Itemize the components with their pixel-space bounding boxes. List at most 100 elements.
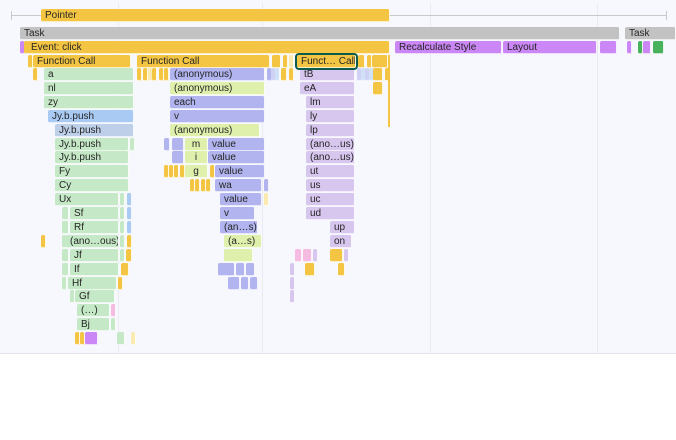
flame-bar-gf[interactable]: Gf — [75, 290, 115, 304]
flame-bar[interactable] — [117, 332, 125, 346]
flame-bar[interactable] — [224, 248, 253, 262]
flame-bar[interactable] — [289, 55, 294, 68]
flame-bar[interactable] — [600, 41, 617, 54]
flame-bar[interactable] — [118, 276, 123, 290]
flame-bar-pointer[interactable]: Pointer — [41, 9, 390, 22]
flame-bar-sf[interactable]: Sf — [70, 207, 119, 220]
flame-bar[interactable] — [180, 165, 185, 179]
flame-bar[interactable] — [80, 332, 85, 346]
flame-bar-i[interactable]: i — [185, 151, 208, 165]
flame-bar-cy[interactable]: Cy — [55, 179, 129, 193]
flame-bar[interactable] — [130, 137, 135, 151]
flame-bar[interactable] — [358, 55, 365, 68]
flame-bar[interactable] — [169, 165, 174, 179]
flame-bar-up[interactable]: up — [330, 220, 355, 234]
flame-bar[interactable] — [164, 165, 169, 179]
flame-bar-jy-b-push[interactable]: Jy.b.push — [55, 123, 134, 137]
flame-bar[interactable] — [62, 220, 69, 234]
flame-bar-funct-call[interactable]: Funct… Call — [295, 53, 358, 70]
flame-bar[interactable] — [643, 41, 651, 54]
flame-bar[interactable] — [131, 332, 136, 346]
flame-bar[interactable] — [295, 248, 302, 262]
flame-bar[interactable] — [290, 262, 295, 276]
flame-bar[interactable] — [159, 68, 164, 81]
flame-bar-event-click[interactable]: Event: click — [27, 41, 390, 54]
flame-bar[interactable] — [195, 179, 200, 193]
flame-bar[interactable] — [164, 137, 170, 151]
flame-bar-lp[interactable]: lp — [306, 123, 355, 137]
flame-bar[interactable] — [241, 276, 249, 290]
flame-bar-bj[interactable]: Bj — [77, 318, 110, 332]
flame-bar-value[interactable]: value — [220, 193, 262, 207]
flame-bar-us[interactable]: us — [306, 179, 355, 193]
flame-bar[interactable] — [206, 179, 211, 193]
flame-bar[interactable] — [28, 55, 33, 68]
flame-bar-tb[interactable]: tB — [300, 68, 355, 81]
flame-bar[interactable] — [143, 68, 148, 81]
flame-bar-ly[interactable]: ly — [306, 109, 355, 123]
flame-bar[interactable] — [272, 55, 281, 68]
flame-bar-a-s[interactable]: (a…s) — [224, 234, 262, 248]
flame-bar-value[interactable]: value — [208, 151, 265, 165]
flame-bar[interactable] — [137, 68, 142, 81]
flame-bar[interactable] — [127, 234, 132, 248]
flame-bar-jf[interactable]: Jf — [70, 248, 119, 262]
flame-bar-wa[interactable]: wa — [215, 179, 262, 193]
flame-bar[interactable] — [126, 248, 132, 262]
flame-bar[interactable] — [70, 290, 75, 304]
flame-bar-m[interactable]: m — [185, 137, 208, 151]
flame-bar-hf[interactable]: Hf — [68, 276, 117, 290]
flame-bar[interactable] — [172, 151, 184, 165]
flame-bar[interactable] — [75, 332, 80, 346]
flame-bar-zy[interactable]: zy — [44, 95, 134, 109]
flame-bar[interactable] — [120, 220, 125, 234]
flame-bar[interactable] — [111, 318, 116, 332]
flame-bar-jy-b-push[interactable]: Jy.b.push — [55, 137, 129, 151]
flame-bar[interactable] — [120, 248, 125, 262]
flame-bar[interactable] — [127, 193, 132, 207]
flame-bar-nl[interactable]: nl — [44, 81, 134, 95]
flame-bar-jy-b-push[interactable]: Jy.b.push — [48, 109, 134, 123]
flame-bar[interactable] — [344, 248, 349, 262]
flame-bar-anonymous[interactable]: (anonymous) — [170, 81, 265, 95]
flame-bar[interactable] — [303, 248, 312, 262]
flame-bar-lm[interactable]: lm — [306, 95, 355, 109]
flame-bar-an-s[interactable]: (an…s) — [220, 220, 258, 234]
flame-bar[interactable] — [250, 276, 258, 290]
flame-bar-function-call[interactable]: Function Call — [33, 55, 131, 68]
flame-bar[interactable] — [264, 179, 269, 193]
flame-bar[interactable] — [201, 179, 206, 193]
flame-bar[interactable] — [289, 68, 294, 81]
flame-bar-ud[interactable]: ud — [306, 207, 355, 220]
flame-bar-ut[interactable]: ut — [306, 165, 355, 179]
flame-bar-v[interactable]: v — [170, 109, 265, 123]
flame-bar[interactable] — [283, 55, 288, 68]
flame-bar[interactable] — [313, 248, 318, 262]
flame-bar-value[interactable]: value — [208, 137, 265, 151]
flame-bar-jy-b-push[interactable]: Jy.b.push — [55, 151, 129, 165]
flame-bar-ano-us[interactable]: (ano…us) — [306, 151, 355, 165]
flame-bar[interactable] — [190, 179, 195, 193]
flame-bar[interactable] — [174, 165, 179, 179]
flame-bar[interactable] — [338, 262, 345, 276]
flame-bar-task[interactable]: Task — [625, 27, 676, 40]
flame-bar-rf[interactable]: Rf — [70, 220, 119, 234]
flame-bar-each[interactable]: each — [170, 95, 265, 109]
flame-bar-task[interactable]: Task — [20, 27, 620, 40]
flame-bar-if[interactable]: If — [70, 262, 119, 276]
flame-bar-ux[interactable]: Ux — [55, 193, 119, 207]
flame-bar-[interactable]: (…) — [77, 304, 110, 318]
flame-bar-fy[interactable]: Fy — [55, 165, 129, 179]
flame-bar[interactable] — [290, 276, 295, 290]
flame-bar[interactable] — [127, 220, 132, 234]
flame-bar[interactable] — [264, 193, 269, 207]
flame-bar-recalculate-style[interactable]: Recalculate Style — [395, 41, 502, 54]
flame-bar[interactable] — [228, 276, 240, 290]
flame-bar[interactable] — [62, 207, 69, 220]
flame-bar[interactable] — [127, 207, 132, 220]
flame-bar-anonymous[interactable]: (anonymous) — [170, 123, 260, 137]
flame-bar-uc[interactable]: uc — [306, 193, 355, 207]
flame-bar[interactable] — [62, 248, 69, 262]
flame-bar[interactable] — [218, 262, 235, 276]
